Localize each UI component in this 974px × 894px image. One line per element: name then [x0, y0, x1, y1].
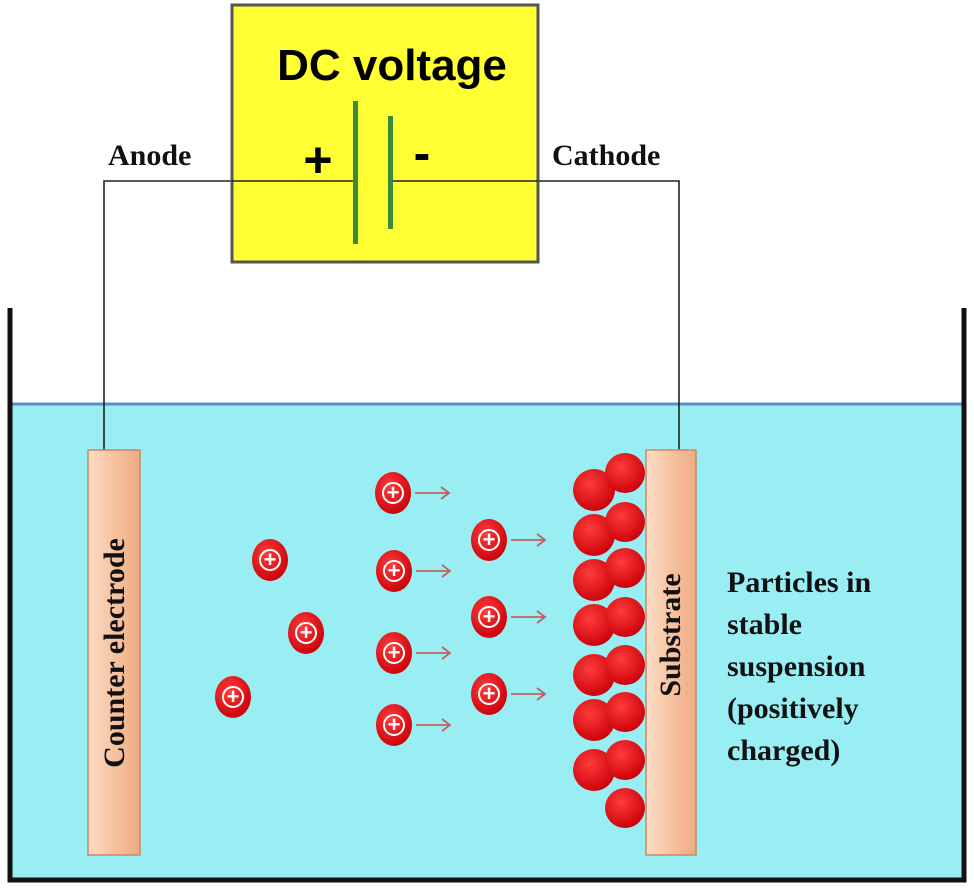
charged-particle: +: [215, 676, 251, 718]
charge-ring: [383, 560, 405, 582]
charge-ring: [259, 549, 281, 571]
charge-ring: [478, 529, 500, 551]
particle-body: [376, 704, 412, 746]
charge-ring: [478, 606, 500, 628]
deposited-particle: [605, 548, 645, 588]
charged-particle: +: [376, 704, 452, 746]
deposited-particle: [573, 559, 615, 601]
charged-particle: +: [376, 632, 452, 674]
deposited-particle: [573, 654, 615, 696]
charge-symbol: +: [387, 480, 400, 505]
charge-ring: [295, 622, 317, 644]
caption-line: (positively: [727, 692, 859, 725]
caption-line: suspension: [727, 650, 866, 683]
negative-terminal-symbol: -: [414, 125, 431, 181]
charge-symbol: +: [300, 620, 313, 645]
particle-body: [288, 612, 324, 654]
deposited-particle: [605, 692, 645, 732]
anode-label: Anode: [108, 139, 191, 172]
deposited-particle: [605, 502, 645, 542]
particle-body: [471, 596, 507, 638]
drift-arrow-head: [440, 486, 451, 500]
particle-body: [252, 539, 288, 581]
charge-symbol: +: [483, 681, 496, 706]
substrate-label: Substrate: [654, 573, 687, 696]
charge-symbol: +: [483, 604, 496, 629]
particle-body: [376, 632, 412, 674]
drift-arrow-head: [536, 610, 547, 624]
drift-arrow-head: [536, 687, 547, 701]
deposited-particle: [605, 788, 645, 828]
charge-symbol: +: [388, 712, 401, 737]
counter-electrode: [87, 449, 141, 856]
substrate-electrode: [645, 449, 697, 856]
charged-particle: +: [471, 673, 547, 715]
battery-short-plate: [388, 116, 393, 229]
deposited-particle: [573, 699, 615, 741]
charge-ring: [383, 642, 405, 664]
caption-line: stable: [727, 608, 802, 641]
electrolyte-liquid: [10, 403, 964, 879]
charge-ring: [478, 683, 500, 705]
deposited-particle: [605, 453, 645, 493]
deposited-particle: [605, 645, 645, 685]
particle-body: [471, 519, 507, 561]
charge-symbol: +: [264, 547, 277, 572]
charged-particle: +: [288, 612, 324, 654]
deposited-particle: [605, 740, 645, 780]
counter-electrode-label: Counter electrode: [98, 538, 131, 768]
drift-arrow-head: [441, 718, 452, 732]
deposited-particle: [573, 469, 615, 511]
charge-symbol: +: [483, 527, 496, 552]
deposited-particle: [573, 604, 615, 646]
deposited-particle: [573, 514, 615, 556]
battery-long-plate: [353, 101, 358, 244]
particle-body: [375, 472, 411, 514]
positive-terminal-symbol: +: [303, 132, 332, 188]
drift-arrow-head: [536, 533, 547, 547]
anode-wire: [103, 180, 232, 450]
charged-particle: +: [376, 550, 452, 592]
particle-body: [215, 676, 251, 718]
charge-ring: [383, 714, 405, 736]
caption-line: charged): [727, 734, 840, 767]
particle-body: [376, 550, 412, 592]
drift-arrow-head: [441, 564, 452, 578]
charge-ring: [382, 482, 404, 504]
caption-line: Particles in: [727, 566, 871, 599]
particles-caption: Particles in stable suspension (positively c…: [727, 566, 871, 767]
deposited-particle: [605, 597, 645, 637]
charge-symbol: +: [227, 684, 240, 709]
charged-particle: +: [252, 539, 288, 581]
cathode-wire: [538, 180, 680, 450]
charge-symbol: +: [388, 558, 401, 583]
charged-particle: +: [471, 519, 547, 561]
charge-ring: [222, 686, 244, 708]
particle-body: [471, 673, 507, 715]
dc-voltage-title: DC voltage: [277, 41, 507, 90]
migrating-particles: + + + + + + + + + +: [215, 472, 547, 746]
charged-particle: +: [471, 596, 547, 638]
charge-symbol: +: [388, 640, 401, 665]
dc-power-supply: [230, 3, 540, 264]
charged-particle: +: [375, 472, 451, 514]
deposited-particle-layer: [573, 453, 645, 828]
deposited-particle: [573, 749, 615, 791]
bath-container: [7, 308, 967, 883]
cathode-label: Cathode: [552, 139, 660, 172]
drift-arrow-head: [441, 646, 452, 660]
